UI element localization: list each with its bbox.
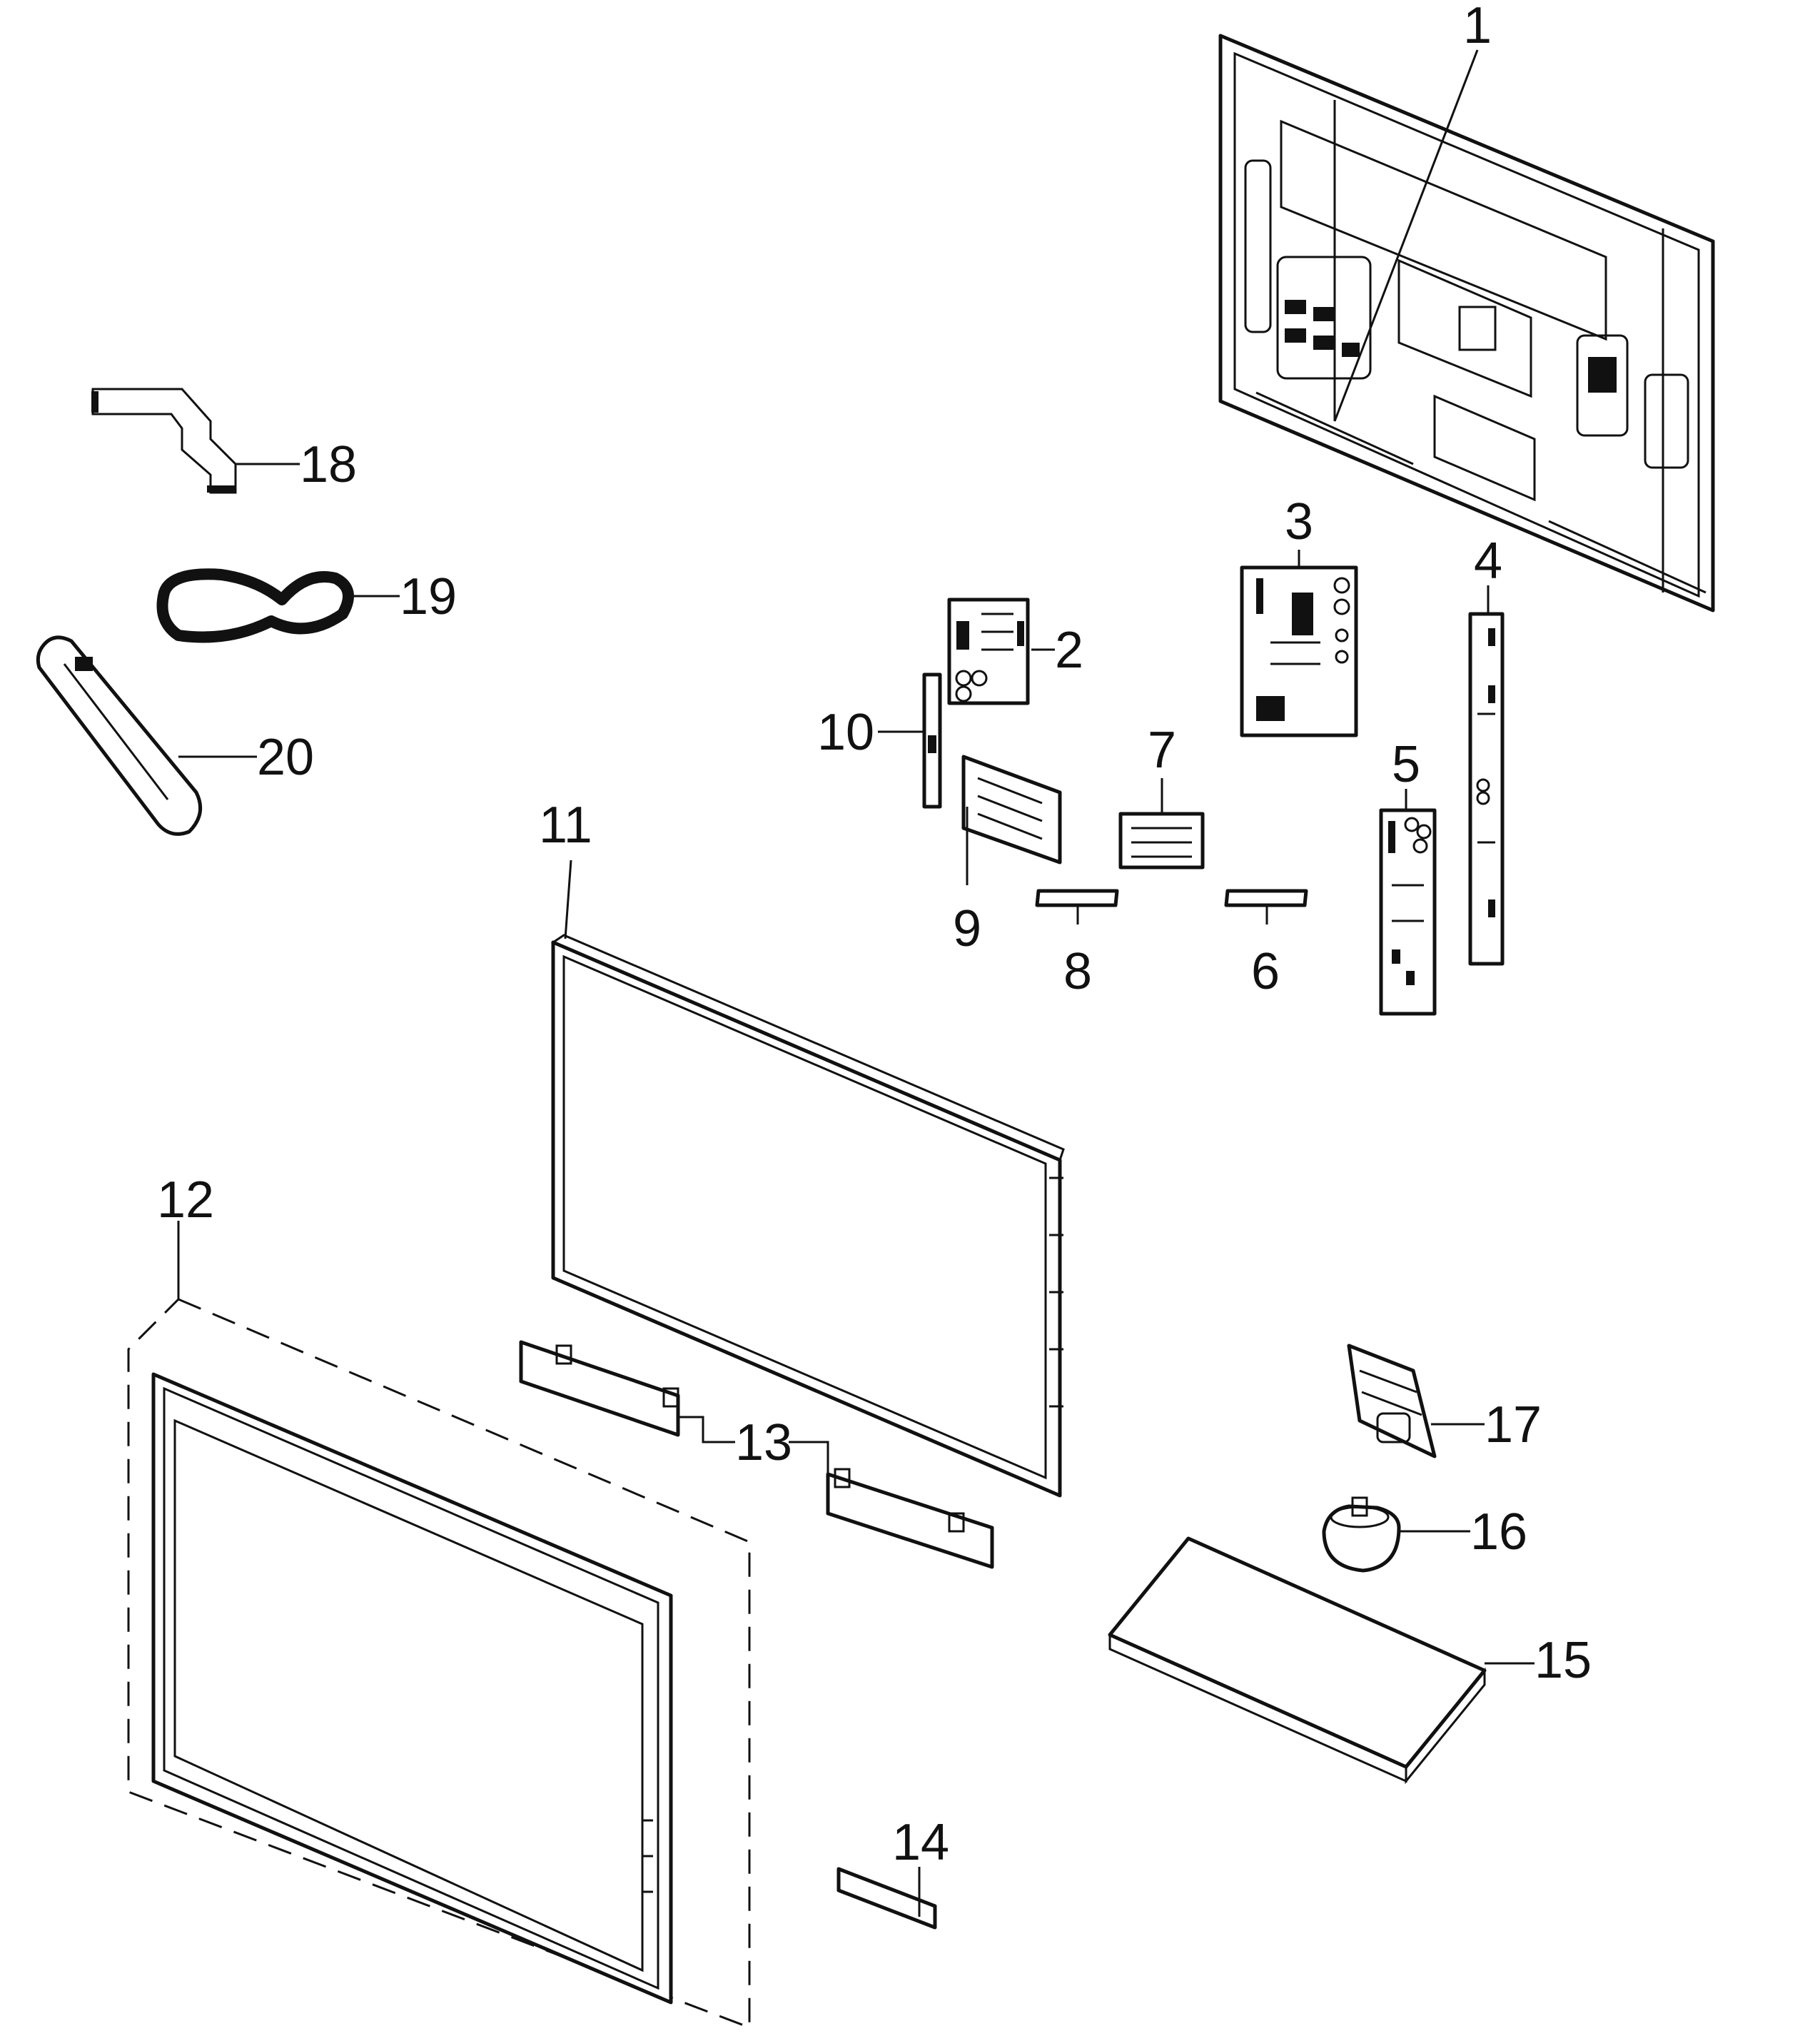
callout-7: 7: [1148, 722, 1176, 779]
callout-19: 19: [400, 568, 457, 625]
callout-15: 15: [1535, 1632, 1592, 1689]
callout-11: 11: [539, 797, 592, 854]
part-15-stand-base[interactable]: [1108, 1536, 1487, 1785]
callout-3: 3: [1285, 493, 1313, 550]
callout-18: 18: [300, 436, 357, 493]
callout-labels: 1 2 3 4 5 6 7 8 9 10 11 12 13 14 15 16 1…: [157, 0, 1592, 1871]
callout-5: 5: [1392, 736, 1420, 793]
callout-4: 4: [1474, 533, 1502, 590]
callout-13: 13: [735, 1414, 792, 1471]
part-8-strip-board[interactable]: [1035, 889, 1119, 907]
callout-12: 12: [157, 1171, 214, 1229]
part-16-stand-neck[interactable]: [1322, 1496, 1401, 1573]
part-9-board[interactable]: [961, 755, 1062, 865]
callout-20: 20: [257, 729, 314, 786]
part-11-display-panel[interactable]: [550, 934, 1065, 1498]
part-13-speakers[interactable]: [519, 1340, 994, 1569]
callout-16: 16: [1470, 1503, 1527, 1561]
part-12-front-bezel[interactable]: [127, 1298, 751, 2030]
part-6-strip-board[interactable]: [1224, 889, 1308, 907]
part-10-narrow-board[interactable]: [922, 672, 942, 809]
part-2-board[interactable]: [947, 598, 1030, 705]
part-18-flat-cable[interactable]: [91, 388, 237, 494]
callout-9: 9: [953, 900, 981, 957]
callout-1: 1: [1463, 0, 1492, 54]
part-3-main-board[interactable]: [1240, 565, 1358, 737]
callout-10: 10: [817, 704, 874, 761]
part-4-long-board[interactable]: [1468, 612, 1505, 966]
part-14-function-board[interactable]: [836, 1867, 937, 1930]
leader-lines: [177, 49, 1535, 1917]
part-19-power-cord[interactable]: [156, 568, 354, 643]
callout-6: 6: [1251, 943, 1280, 1000]
callout-14: 14: [892, 1814, 949, 1871]
callout-8: 8: [1063, 943, 1092, 1000]
part-7-board[interactable]: [1118, 812, 1205, 870]
part-20-remote-control[interactable]: [36, 635, 203, 836]
part-1-rear-cover[interactable]: [1218, 34, 1715, 613]
callout-17: 17: [1485, 1396, 1542, 1453]
part-17-stand-cover[interactable]: [1347, 1344, 1437, 1458]
callout-2: 2: [1055, 622, 1083, 679]
part-5-board[interactable]: [1379, 808, 1437, 1016]
